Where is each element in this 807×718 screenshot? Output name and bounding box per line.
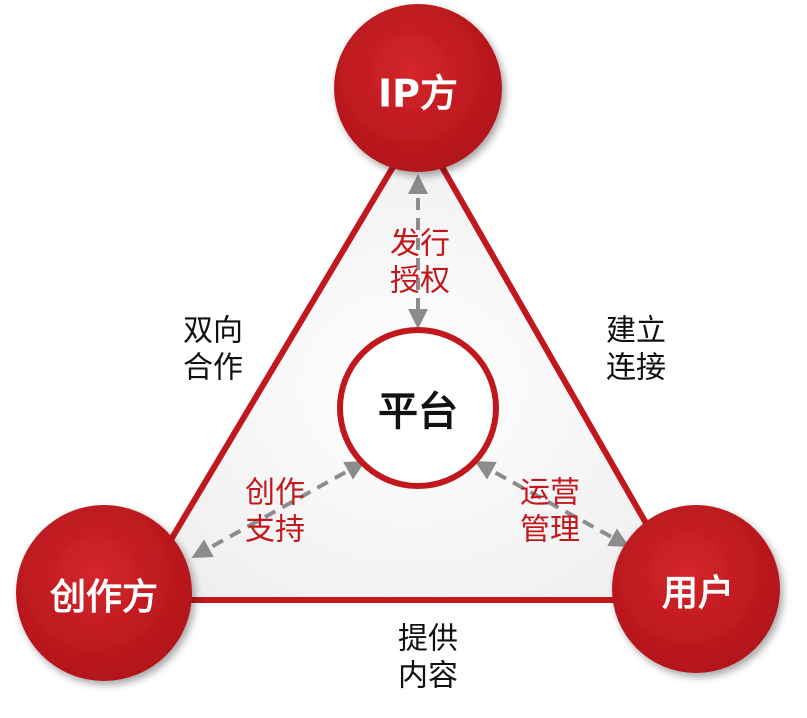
flow-label-top: 发行授权 bbox=[390, 226, 450, 298]
ip-node-label: IP方 bbox=[378, 71, 458, 116]
arrow-creator-platform bbox=[191, 461, 366, 558]
creator-node-label: 创作方 bbox=[49, 577, 159, 618]
user-node-label: 用户 bbox=[661, 573, 735, 614]
platform-circle bbox=[337, 327, 499, 489]
platform-label: 平台 bbox=[378, 389, 458, 435]
flow-label-right: 运营管理 bbox=[520, 475, 580, 547]
ip-node-circle bbox=[334, 4, 502, 172]
arrow-user-platform bbox=[474, 461, 630, 547]
creator-node-circle bbox=[16, 505, 192, 681]
user-node-circle bbox=[612, 505, 780, 673]
flow-label-left: 创作支持 bbox=[245, 475, 305, 547]
edge-label-bottom: 提供内容 bbox=[398, 621, 458, 693]
edge-label-right: 建立连接 bbox=[606, 313, 666, 385]
edge-label-left: 双向合作 bbox=[183, 313, 243, 385]
